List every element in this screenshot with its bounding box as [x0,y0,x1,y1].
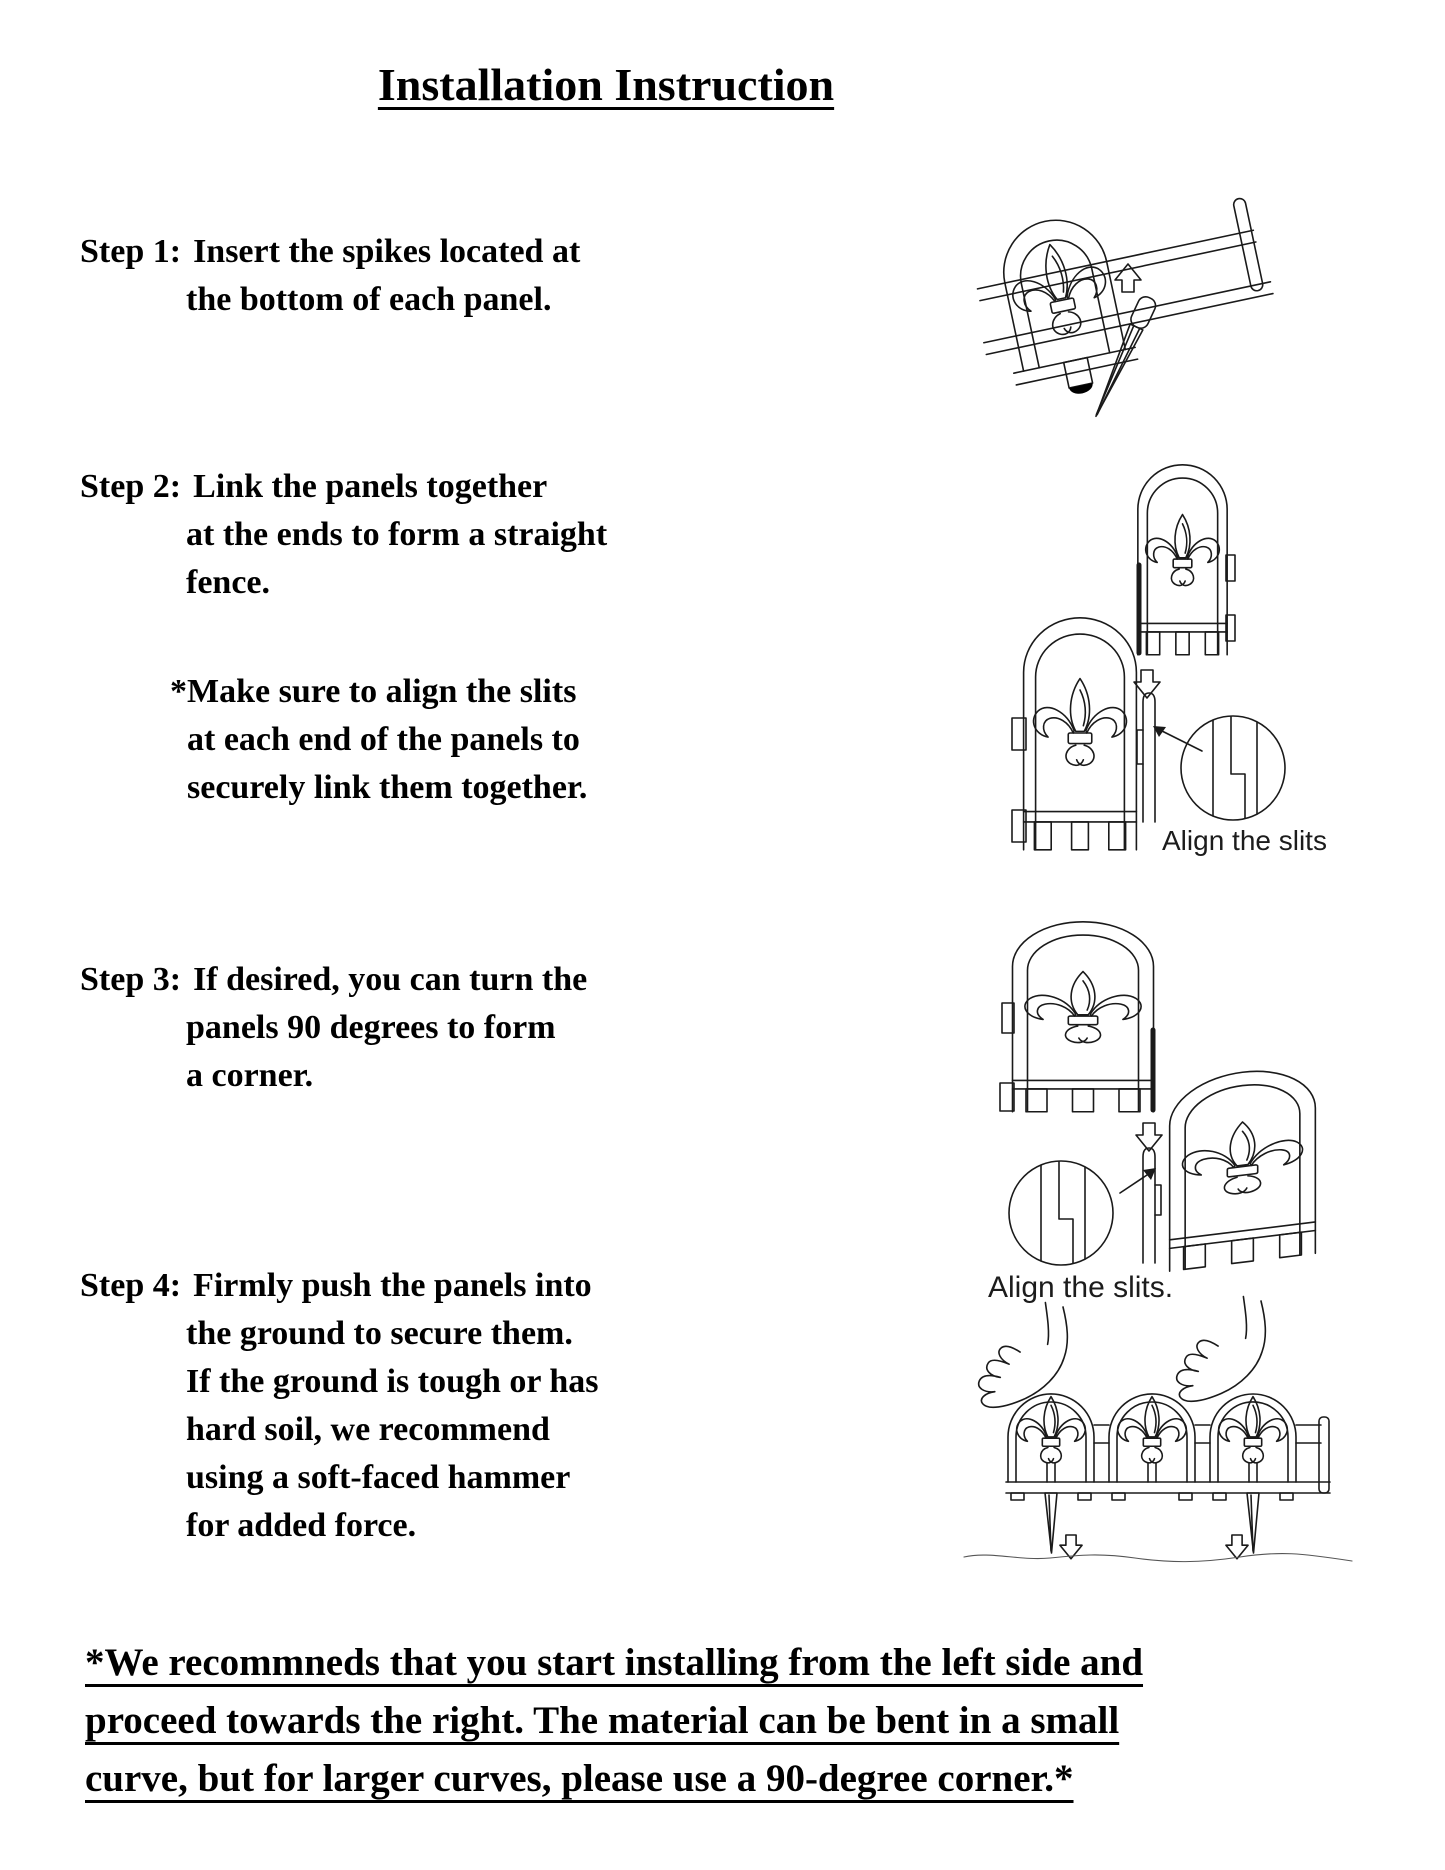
fence-panel-lower [1024,618,1137,850]
spike-right [1247,1493,1259,1553]
step-2-line-1: at the ends to form a straight [186,516,608,553]
link-post [1143,1148,1161,1263]
step-4: Step 4:Firmly push the panels into the g… [80,1262,599,1550]
pointer-line [1158,729,1202,751]
fence-panel-flat [1013,922,1154,1112]
pointer-line [1120,1173,1150,1193]
panel-tab [1226,615,1235,641]
panel-tab [1002,1003,1014,1033]
step-3-line-0: Step 3:If desired, you can turn the [80,961,588,998]
page-title: Installation Instruction [377,59,835,110]
pointer-arrowhead [1143,1168,1156,1180]
slit-magnifier [1180,715,1286,821]
illustration-step4-push-down [950,1295,1370,1585]
link-post [1137,693,1155,822]
step-4-line-0: Step 4:Firmly push the panels into [80,1267,592,1304]
title-wrap: Installation Instruction [0,58,1212,111]
step-2-line-2: fence. [186,564,271,601]
step-1: Step 1:Insert the spikes located at the … [80,228,580,324]
footer-line-1: proceed towards the right. The material … [85,1699,1120,1742]
down-arrow-icon [1225,1534,1249,1560]
step-4-line-1: the ground to secure them. [186,1315,573,1352]
panel-tab [1000,1083,1014,1111]
step-1-line-1: the bottom of each panel. [186,281,552,318]
footer-line-0: *We recommneds that you start installing… [85,1641,1144,1684]
up-arrow-icon [1114,263,1142,293]
step-2-line-0: Step 2:Link the panels together [80,468,548,505]
step-4-line-3: hard soil, we recommend [186,1411,550,1448]
step-2: Step 2:Link the panels together at the e… [80,463,607,607]
step-4-line-2: If the ground is tough or has [186,1363,599,1400]
illustration-step3-corner: Align the slits. [988,905,1350,1304]
panel-tab [1012,810,1026,842]
left-hand-icon [977,1301,1069,1409]
step-2-label: Step 2: [80,468,182,505]
fence-panel-underside [962,178,1285,394]
align-slits-label: Align the slits. [988,1271,1173,1304]
step-4-line-4: using a soft-faced hammer [186,1459,571,1496]
note-line-1: at each end of the panels to [187,721,580,758]
fence-panel-upper [1138,465,1227,655]
panel-tab [1226,555,1235,581]
step-2-note: *Make sure to align the slits at each en… [170,668,587,812]
down-arrow-icon [1135,1122,1163,1152]
note-line-2: securely link them together. [187,769,588,806]
step-1-label: Step 1: [80,233,182,270]
right-hand-icon [1175,1295,1267,1403]
illustration-step1-spike-insert [950,130,1295,450]
step-3-line-2: a corner. [186,1057,314,1094]
align-slits-label: Align the slits [1162,825,1327,856]
step-1-line-0: Step 1:Insert the spikes located at [80,233,581,270]
spike-socket-hole [1069,383,1093,394]
footer-line-2: curve, but for larger curves, please use… [85,1757,1074,1800]
step-3-label: Step 3: [80,961,182,998]
fence-row [1006,1394,1330,1500]
step-4-label: Step 4: [80,1267,182,1304]
ground-line [964,1554,1352,1562]
step-3-line-1: panels 90 degrees to form [186,1009,556,1046]
spike-left [1045,1493,1057,1553]
step-3: Step 3:If desired, you can turn the pane… [80,956,587,1100]
ground-spike [1087,294,1158,419]
panel-tab [1012,718,1026,750]
slit-magnifier [1008,1160,1114,1266]
step-4-line-5: for added force. [186,1507,417,1544]
fence-panel-turned [1170,1063,1316,1271]
illustration-step2-link-panels: Align the slits [990,450,1327,856]
footer-note: *We recommneds that you start installing… [85,1634,1143,1808]
pointer-arrowhead [1153,726,1166,737]
note-line-0: *Make sure to align the slits [170,673,577,710]
